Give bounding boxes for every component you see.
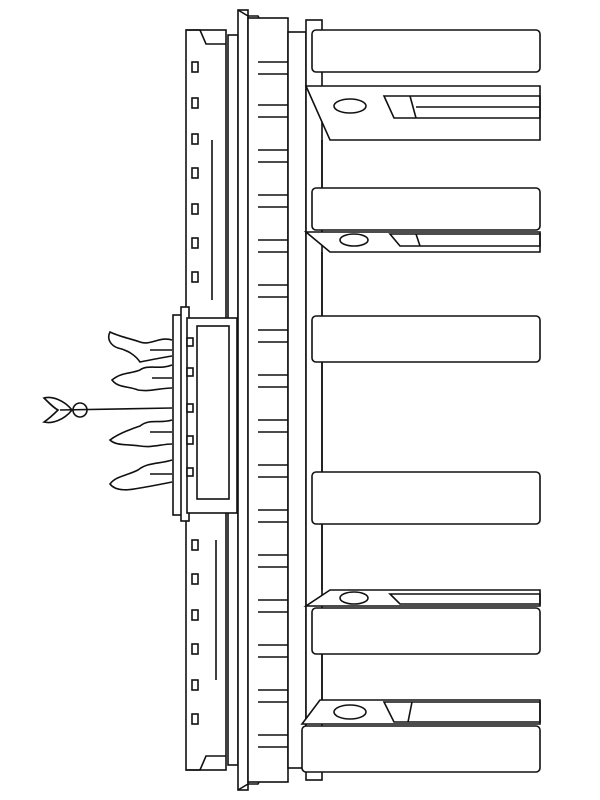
column-4 <box>311 471 541 525</box>
frieze-bars <box>258 61 288 748</box>
columns <box>300 29 541 773</box>
column-1 <box>304 29 541 141</box>
column-3 <box>311 315 541 363</box>
column-5 <box>303 589 541 655</box>
column-2 <box>303 187 541 253</box>
quadriga <box>42 330 173 491</box>
quadriga-pedestal <box>172 306 238 522</box>
architrave <box>305 19 323 781</box>
dentils <box>191 61 217 725</box>
column-6 <box>300 699 541 773</box>
